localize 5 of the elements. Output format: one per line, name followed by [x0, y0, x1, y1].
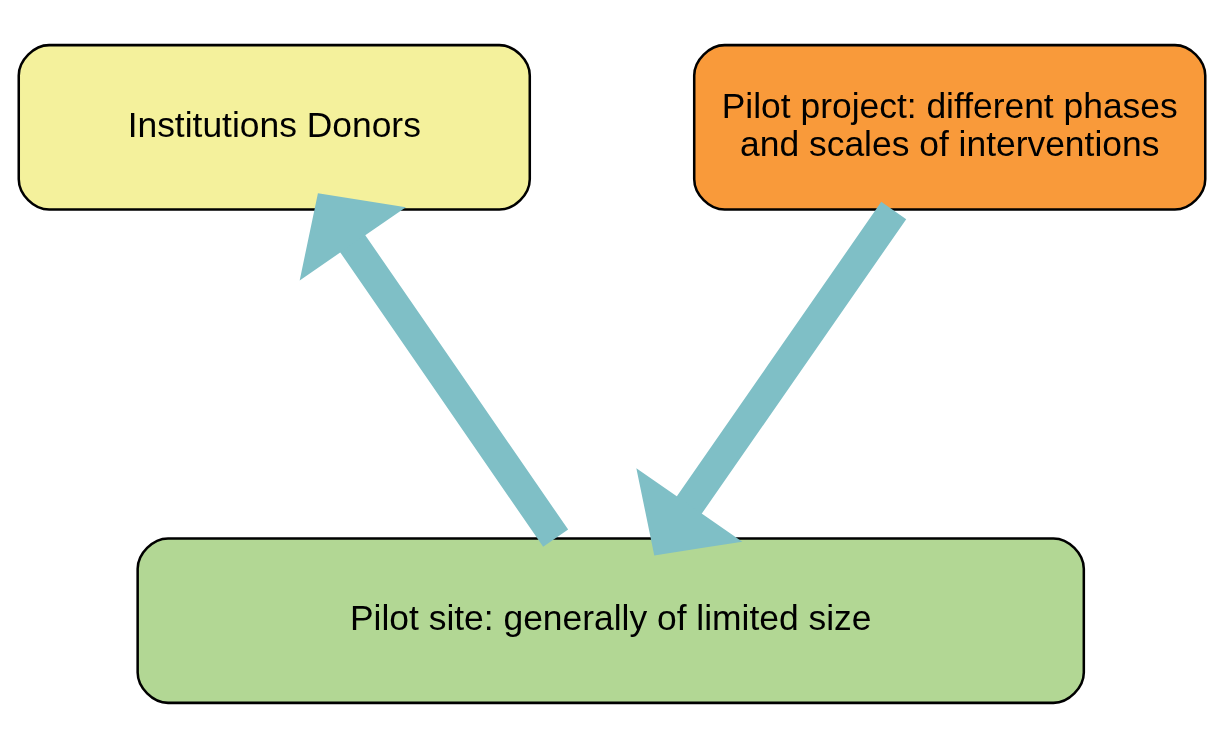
- node-box: Pilot project: different phases and scales of interventions: [692, 43, 1207, 211]
- arrow: [636, 201, 907, 555]
- node-box: Pilot site: generally of limited size: [136, 536, 1086, 704]
- node-box: Institutions Donors: [17, 43, 532, 211]
- arrow: [299, 192, 569, 547]
